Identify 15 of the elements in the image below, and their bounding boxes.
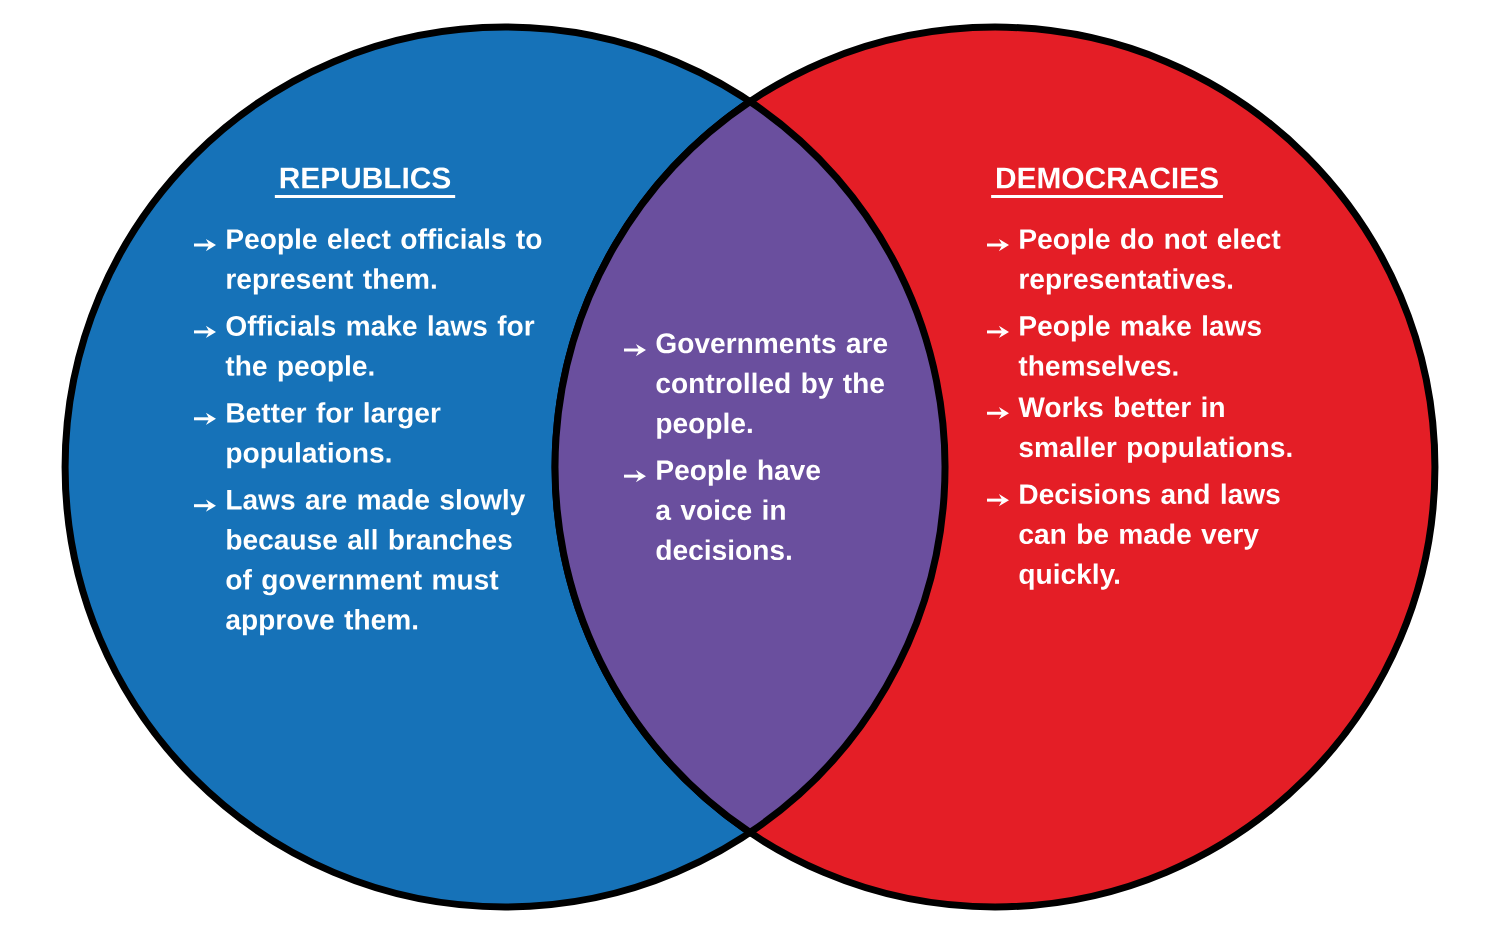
overlap-lens — [551, 98, 949, 836]
node-label: REPUBLICS — [280, 167, 451, 189]
bullet-item: Governments are controlled by the people. — [624, 333, 888, 439]
bullet-item: Works better in smaller populations. — [987, 396, 1292, 463]
bullet-item: People elect officials to represent them. — [194, 228, 542, 295]
bullet-item: Laws are made slowly because all branches of government must approve them. — [194, 489, 526, 636]
bullet-item: Decisions and laws can be made very quickly. — [987, 483, 1280, 590]
bullet-item: People do not elect representatives. — [987, 228, 1281, 295]
bullet-item: Better for larger populations. — [194, 402, 441, 469]
category-heading: DEMOCRACIES — [991, 167, 1223, 198]
bullet-item: Officials make laws for the people. — [194, 315, 535, 382]
bullet-item: People have a voice in decisions. — [624, 459, 820, 561]
category-heading: REPUBLICS — [274, 167, 456, 198]
bullet-item: People make laws themselves. — [987, 315, 1261, 376]
node-label: DEMOCRACIES — [997, 167, 1218, 189]
